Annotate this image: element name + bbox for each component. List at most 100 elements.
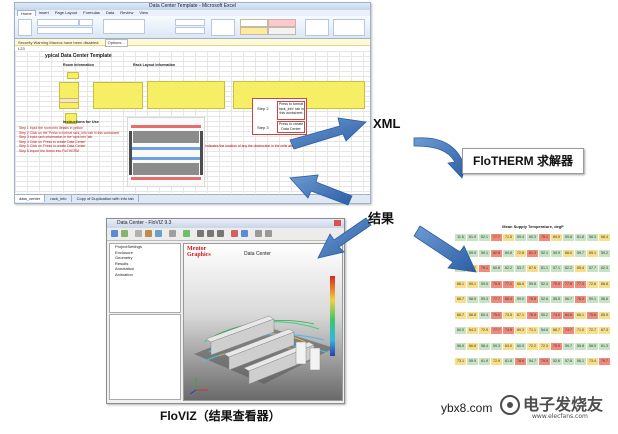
paste-icon[interactable] xyxy=(18,19,32,36)
sheet-tab-rack-info[interactable]: rack_info xyxy=(46,195,72,202)
floviz-window: Data Center - FloVIZ 9.3 ProjectSettings… xyxy=(106,218,345,404)
view-x-icon[interactable] xyxy=(197,230,204,237)
font-format-buttons[interactable] xyxy=(37,27,93,34)
style-bad[interactable] xyxy=(268,19,296,27)
temperature-cell: 65.9 xyxy=(599,311,610,319)
room-input-cell[interactable] xyxy=(67,72,79,79)
temperature-cell: 55.2 xyxy=(539,311,550,319)
temperature-cell: 63.0 xyxy=(503,342,514,350)
grid-icon[interactable] xyxy=(241,230,248,237)
ribbon-tab-formulas[interactable]: Formulas xyxy=(83,10,100,15)
temperature-cell: 75.8 xyxy=(527,296,538,303)
open-icon[interactable] xyxy=(111,230,118,237)
worksheet-grid[interactable]: ypical Data Center Template Room Informa… xyxy=(15,51,370,193)
temperature-cell: 75.1 xyxy=(539,234,550,241)
ribbon-tab-page-layout[interactable]: Page Layout xyxy=(54,10,78,15)
temperature-cell: 71.5 xyxy=(503,234,514,241)
temperature-cell: 79.1 xyxy=(479,265,490,272)
security-options-button[interactable]: Options... xyxy=(104,39,128,47)
temperature-cell: 58.5 xyxy=(587,342,598,350)
font-name-box[interactable] xyxy=(37,19,79,26)
insert-cells-icon[interactable] xyxy=(305,19,329,36)
temperature-cell: 66.7 xyxy=(455,311,466,319)
ribbon-tab-home[interactable]: Home xyxy=(17,10,36,16)
font-size-box[interactable] xyxy=(79,19,93,26)
temperature-cell: 72.6 xyxy=(587,280,598,288)
number-buttons[interactable] xyxy=(175,27,205,34)
view-y-icon[interactable] xyxy=(207,230,214,237)
project-tree[interactable]: ProjectSettings Enclosure Geometry Resul… xyxy=(109,243,181,313)
tree-item-project-settings[interactable]: ProjectSettings xyxy=(115,244,142,249)
pan-icon[interactable] xyxy=(155,230,162,237)
tree-item-enclosure[interactable]: Enclosure xyxy=(115,249,133,255)
temperature-cell: 61.9 xyxy=(479,358,490,365)
temperature-cell: 59.9 xyxy=(551,249,562,257)
temperature-cell: 60.8 xyxy=(491,265,502,272)
temperature-cell: 59.1 xyxy=(479,249,490,257)
alignment-buttons[interactable] xyxy=(103,19,145,34)
rack-info-table[interactable] xyxy=(147,81,225,109)
temperature-cell: 65.4 xyxy=(575,265,586,272)
temperature-cell: 66.8 xyxy=(467,342,478,350)
style-neutral[interactable] xyxy=(240,27,268,35)
temperature-cell: 56.6 xyxy=(599,296,610,303)
close-icon[interactable] xyxy=(334,220,341,226)
rack-size-input[interactable] xyxy=(65,113,77,124)
rack-layout-table[interactable] xyxy=(93,82,143,109)
number-format-box[interactable] xyxy=(175,19,205,26)
instruction-step-2: Step 2 Click on the 'Press to format rac… xyxy=(19,130,120,135)
select-icon[interactable] xyxy=(169,230,176,237)
ribbon-tab-review[interactable]: Review xyxy=(120,10,134,15)
style-normal[interactable] xyxy=(240,19,268,27)
temperature-cell: 67.1 xyxy=(515,311,526,319)
temperature-cell: 77.7 xyxy=(491,234,502,241)
ribbon-tab-view[interactable]: View xyxy=(139,10,149,15)
fit-view-icon[interactable] xyxy=(265,230,272,237)
room-input-row[interactable] xyxy=(59,98,79,103)
sheet-tab-copy[interactable]: Copy of Duplication with info tab xyxy=(72,195,139,202)
tree-item-geometry[interactable]: Geometry xyxy=(115,255,133,260)
arrow-result-to-floviz xyxy=(317,217,372,259)
style-calculation[interactable] xyxy=(268,27,296,35)
conditional-format-icon[interactable] xyxy=(211,19,235,36)
temperature-cell: 59.9 xyxy=(467,358,478,365)
temperature-cell: 75.9 xyxy=(527,311,538,319)
name-box[interactable]: L23 xyxy=(18,46,25,51)
ribbon-tab-insert[interactable]: Insert xyxy=(38,10,49,15)
temperature-cell: 61.9 xyxy=(467,234,478,241)
temperature-cell: 56.7 xyxy=(563,296,574,303)
temperature-cell: 66.8 xyxy=(599,280,610,288)
properties-panel[interactable] xyxy=(109,314,181,400)
temperature-cell: 59.7 xyxy=(575,249,586,257)
temperature-cell: 75.9 xyxy=(491,280,502,288)
step2-format-button[interactable]: Press to format 'rack_info' tab in this … xyxy=(277,101,305,120)
play-icon[interactable] xyxy=(183,230,190,237)
view-z-icon[interactable] xyxy=(217,230,224,237)
temperature-cell: 79.5 xyxy=(539,358,550,365)
tree-item-annotation[interactable]: Annotation xyxy=(115,266,135,271)
rotate-icon[interactable] xyxy=(145,230,152,237)
temperature-cell: 76.2 xyxy=(575,296,586,303)
temperature-cell: 60.4 xyxy=(479,311,490,319)
zoom-icon[interactable] xyxy=(135,230,142,237)
room-info-heading: Room Information xyxy=(63,63,94,67)
tree-item-results[interactable]: Results xyxy=(115,260,129,266)
temperature-cell: 69.3 xyxy=(515,327,526,334)
step3-create-button[interactable]: Press to create Data Center xyxy=(277,121,305,133)
sort-filter-icon[interactable] xyxy=(333,19,365,36)
temperature-cell: 73.1 xyxy=(455,358,466,365)
sheet-tab-data-center[interactable]: data_center xyxy=(15,195,46,202)
watermark-brand: 电子发烧友 xyxy=(523,395,604,414)
watermark-url-left: ybx8.com xyxy=(441,401,493,415)
floviz-caption: FloVIZ（结果查看器） xyxy=(160,409,281,423)
ribbon-tab-data[interactable]: Data xyxy=(105,10,115,15)
temperature-cell: 73.4 xyxy=(587,358,598,365)
3d-viewport[interactable]: Mentor Graphics Data Center xyxy=(183,243,343,401)
plot-icon[interactable] xyxy=(231,230,238,237)
save-icon[interactable] xyxy=(121,230,128,237)
temperature-cell: 59.4 xyxy=(515,234,526,241)
tree-item-animation[interactable]: Animation xyxy=(115,271,133,277)
temperature-cell: 79.9 xyxy=(551,280,562,288)
iso-view-icon[interactable] xyxy=(255,230,262,237)
